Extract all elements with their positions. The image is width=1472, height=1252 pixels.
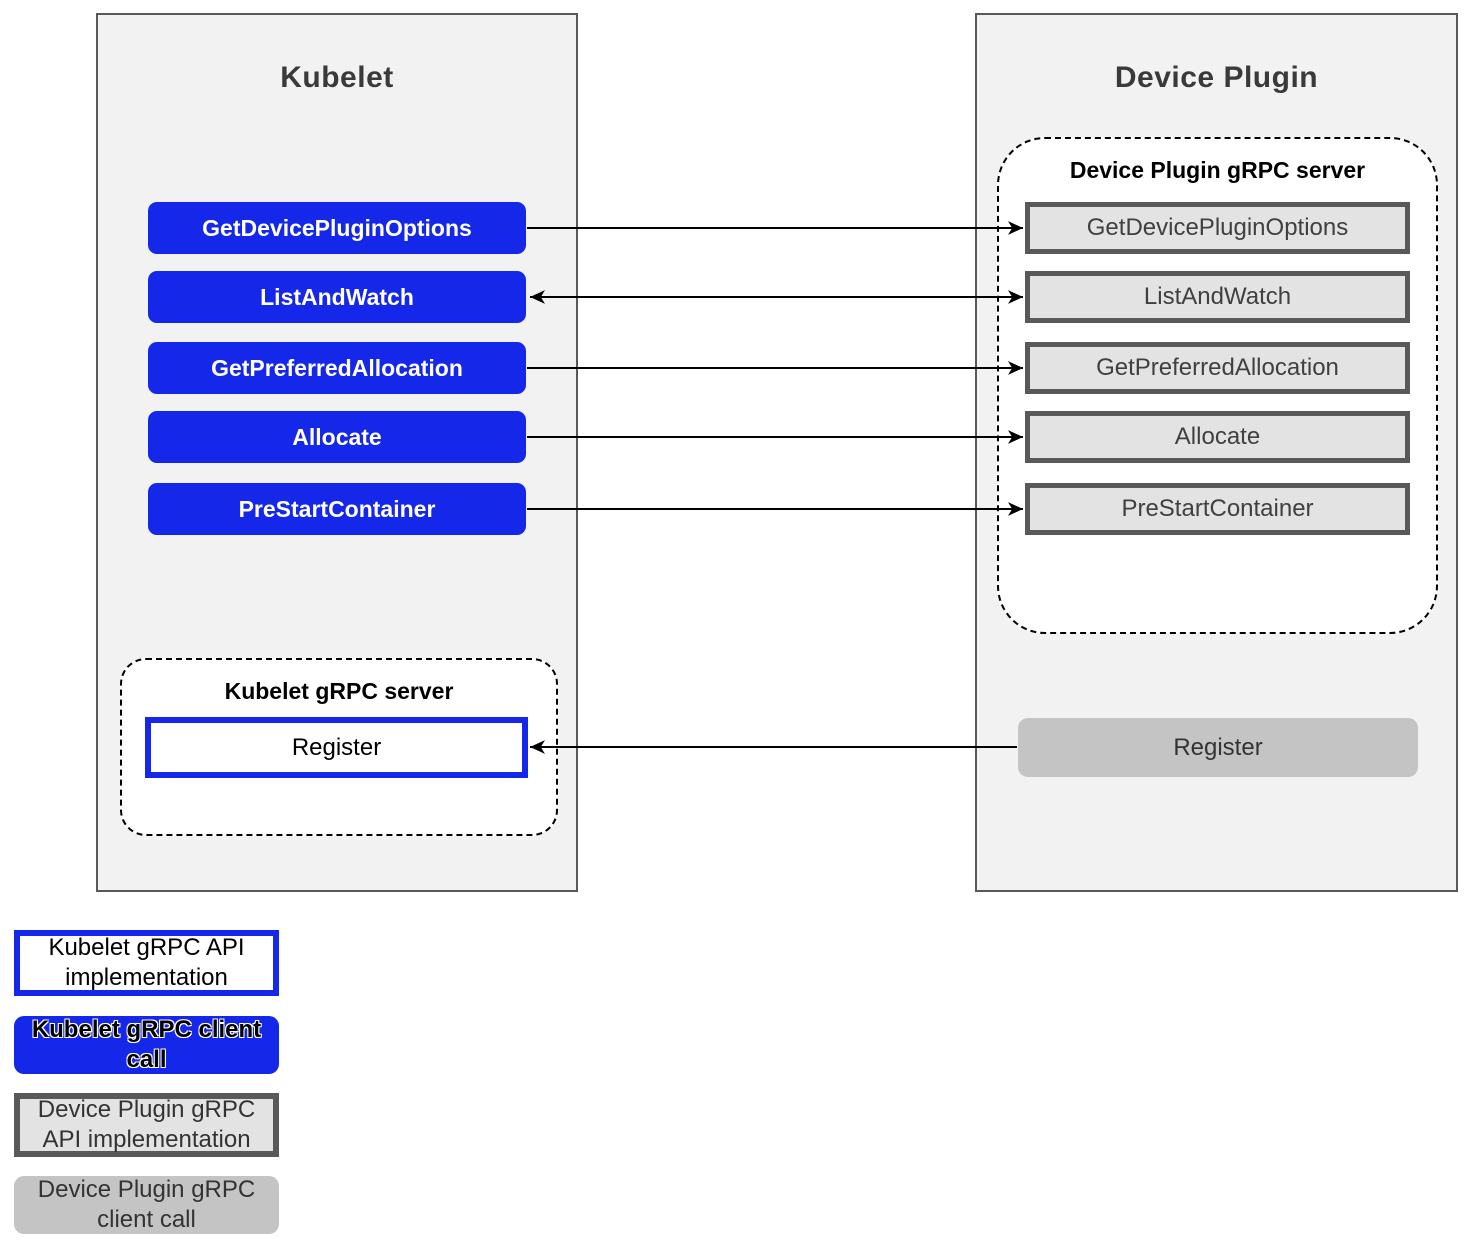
node-plugin-client-call-register: Register <box>1018 718 1418 777</box>
legend-label: Kubelet gRPC client call <box>31 1015 262 1073</box>
legend-label: Kubelet gRPC API implementation <box>48 933 245 991</box>
kubelet-title: Kubelet <box>280 61 394 94</box>
node-plugin-api-listandwatch: ListAndWatch <box>1025 271 1410 323</box>
node-plugin-api-prestartcontainer: PreStartContainer <box>1025 483 1410 535</box>
node-kubelet-client-call-prestartcontainer: PreStartContainer <box>148 483 526 535</box>
legend-label: Device Plugin gRPC client call <box>37 1175 256 1233</box>
node-kubelet-client-call-getpreferredallocation: GetPreferredAllocation <box>148 342 526 394</box>
kubelet-grpc-server-title: Kubelet gRPC server <box>224 678 454 704</box>
legend-device-plugin-grpc-api-implementation: Device Plugin gRPC API implementation <box>14 1093 279 1157</box>
node-plugin-api-allocate: Allocate <box>1025 411 1410 463</box>
node-kubelet-client-call-listandwatch: ListAndWatch <box>148 271 526 323</box>
node-plugin-api-getdevicepluginoptions: GetDevicePluginOptions <box>1025 202 1410 254</box>
legend-kubelet-grpc-client-call: Kubelet gRPC client call <box>14 1016 279 1074</box>
legend-device-plugin-grpc-client-call: Device Plugin gRPC client call <box>14 1176 279 1234</box>
legend-label: Device Plugin gRPC API implementation <box>37 1095 256 1153</box>
legend-kubelet-grpc-api-implementation: Kubelet gRPC API implementation <box>14 930 279 996</box>
node-plugin-api-getpreferredallocation: GetPreferredAllocation <box>1025 342 1410 394</box>
node-kubelet-client-call-allocate: Allocate <box>148 411 526 463</box>
node-kubelet-api-register: Register <box>145 717 528 778</box>
node-kubelet-client-call-getdevicepluginoptions: GetDevicePluginOptions <box>148 202 526 254</box>
device-plugin-title: Device Plugin <box>1114 61 1319 94</box>
device-plugin-grpc-server-title: Device Plugin gRPC server <box>1069 157 1366 183</box>
